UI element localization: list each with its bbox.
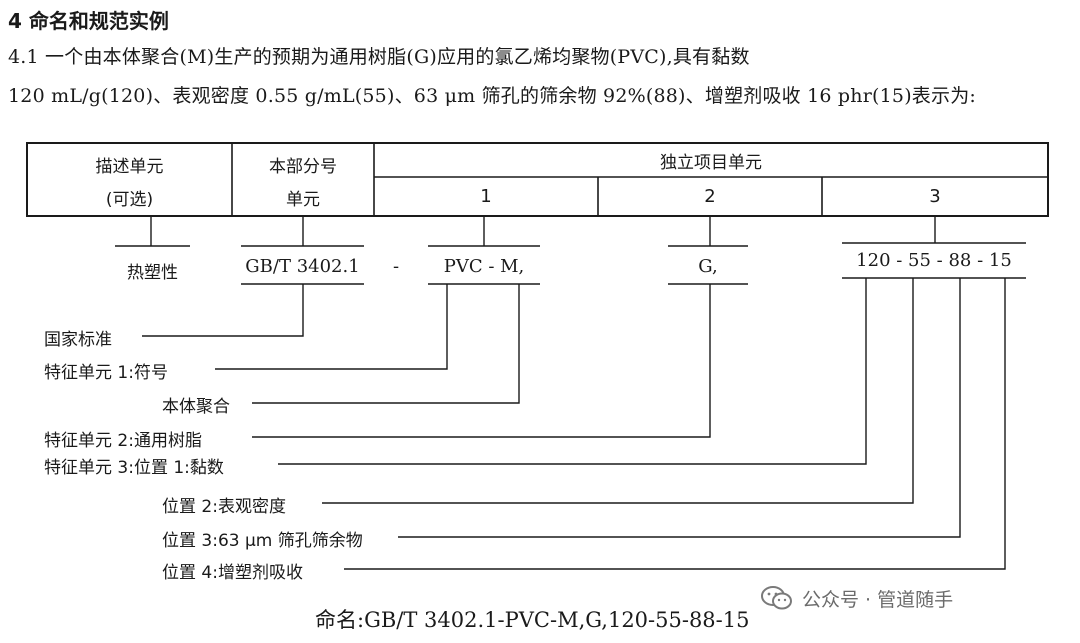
col-part-number-line1: 本部分号: [269, 157, 337, 177]
watermark-text: 公众号 · 管道随手: [802, 588, 954, 611]
col-part-number-line2: 单元: [286, 190, 320, 210]
naming-result: 命名:GB/T 3402.1-PVC-M,G,120-55-88-15: [315, 608, 750, 632]
paragraph-line-2: 120 mL/g(120)、表观密度 0.55 g/mL(55)、63 μm 筛…: [8, 85, 977, 107]
value-item-2: G,: [698, 256, 718, 277]
label-pos4: 位置 4:增塑剂吸收: [162, 563, 303, 583]
value-dash: -: [393, 256, 400, 277]
subcol-3: 3: [929, 186, 941, 207]
col-part-number-label: 本部分号 单元: [232, 152, 374, 210]
label-feature1-symbol: 特征单元 1:符号: [44, 363, 168, 383]
col-description-line1: 描述单元: [95, 157, 164, 177]
subcol-1: 1: [480, 186, 492, 207]
label-feature2: 特征单元 2:通用树脂: [44, 431, 202, 451]
label-feature3-pos1: 特征单元 3:位置 1:黏数: [44, 458, 224, 478]
value-item-3: 120 - 55 - 88 - 15: [856, 250, 1012, 271]
label-pos2: 位置 2:表观密度: [162, 497, 286, 517]
watermark: 公众号 · 管道随手: [760, 584, 953, 612]
col-description-label: 描述单元 (可选): [27, 152, 232, 210]
section-title: 4 命名和规范实例: [8, 9, 169, 33]
label-bulk-polymerization: 本体聚合: [162, 397, 230, 417]
subcol-2: 2: [704, 186, 716, 207]
wechat-icon: [761, 586, 792, 610]
value-standard-number: GB/T 3402.1: [245, 256, 360, 277]
value-description: 热塑性: [127, 263, 178, 283]
col-independent-items-title: 独立项目单元: [660, 153, 762, 173]
paragraph-line-1: 4.1 一个由本体聚合(M)生产的预期为通用树脂(G)应用的氯乙烯均聚物(PVC…: [8, 46, 750, 68]
label-national-standard: 国家标准: [44, 330, 112, 350]
col-description-line2: (可选): [105, 190, 154, 210]
value-item-1: PVC - M,: [443, 256, 525, 277]
label-pos3: 位置 3:63 μm 筛孔筛余物: [162, 531, 363, 551]
